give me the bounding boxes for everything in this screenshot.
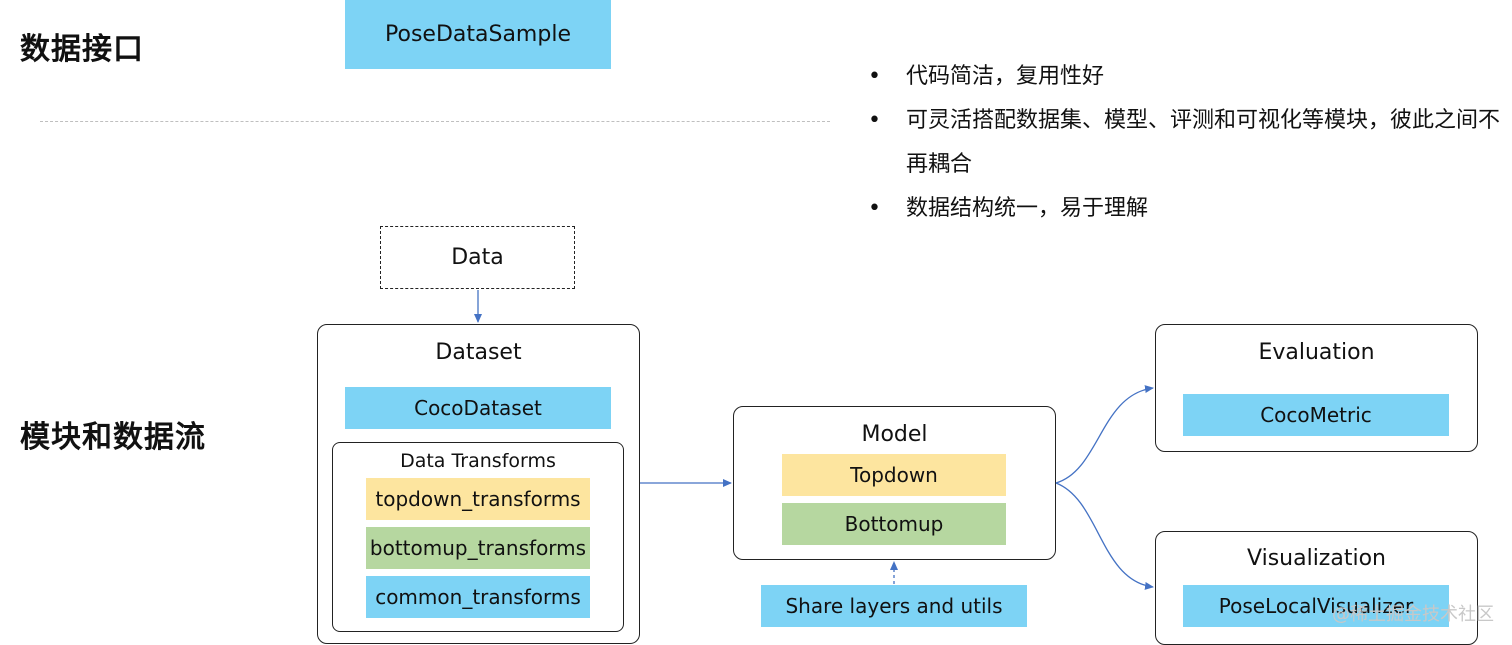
visualization-title: Visualization	[1247, 546, 1386, 571]
interface-section-title: 数据接口	[20, 32, 144, 67]
feature-bullet-list: • 代码简洁，复用性好 • 可灵活搭配数据集、模型、评测和可视化等模块，彼此之间…	[868, 55, 1508, 231]
bullet-marker: •	[868, 196, 881, 221]
bullet-text: 代码简洁，复用性好	[906, 64, 1105, 89]
common-transforms-box: common_transforms	[366, 576, 590, 618]
topdown-model-box: Topdown	[782, 454, 1006, 496]
topdown-transforms-box: topdown_transforms	[366, 478, 590, 520]
bullet-item: • 数据结构统一，易于理解	[868, 187, 1508, 231]
bottomup-transforms-box: bottomup_transforms	[366, 527, 590, 569]
bullet-item: • 代码简洁，复用性好	[868, 55, 1508, 99]
watermark-text: @稀土掘金技术社区	[1332, 604, 1494, 625]
bottomup-model-box: Bottomup	[782, 503, 1006, 545]
bullet-marker: •	[868, 108, 881, 133]
model-title: Model	[861, 422, 928, 447]
modules-section-title: 模块和数据流	[20, 420, 206, 455]
data-node: Data	[380, 226, 575, 289]
section-divider	[40, 121, 830, 122]
bullet-text: 数据结构统一，易于理解	[906, 196, 1149, 221]
bullet-text: 可灵活搭配数据集、模型、评测和可视化等模块，彼此之间不再耦合	[906, 108, 1501, 177]
coco-metric-box: CocoMetric	[1183, 394, 1449, 436]
bullet-item: • 可灵活搭配数据集、模型、评测和可视化等模块，彼此之间不再耦合	[868, 99, 1508, 187]
pose-data-sample-box: PoseDataSample	[345, 0, 611, 69]
model-to-visualization-arrow	[1055, 482, 1154, 590]
model-to-evaluation-arrow	[1055, 385, 1154, 484]
dataset-title: Dataset	[435, 340, 522, 365]
evaluation-title: Evaluation	[1258, 340, 1375, 365]
share-layers-box: Share layers and utils	[761, 585, 1027, 627]
data-transforms-title: Data Transforms	[400, 450, 556, 472]
coco-dataset-box: CocoDataset	[345, 387, 611, 429]
bullet-marker: •	[868, 64, 881, 89]
pose-local-visualizer-box: PoseLocalVisualizer	[1183, 585, 1449, 627]
